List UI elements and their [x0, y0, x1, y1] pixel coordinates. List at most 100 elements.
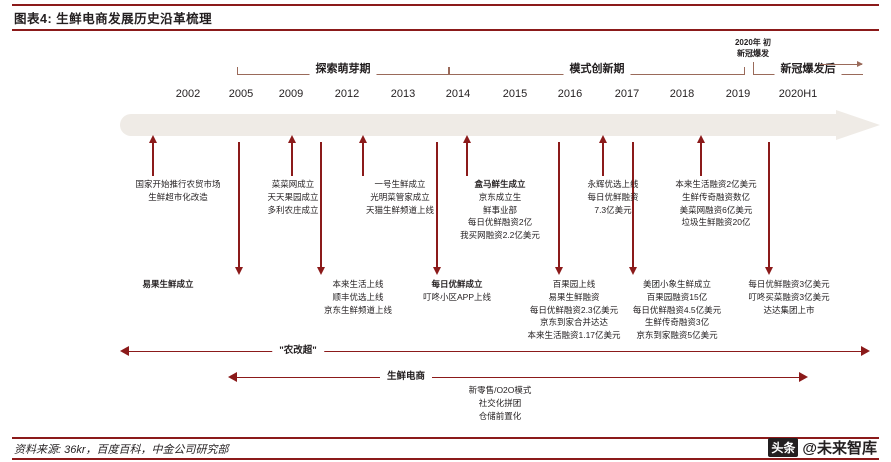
year-2015: 2015 [502, 88, 528, 100]
connector-2016-below [555, 142, 562, 275]
bottom-note-line3: 仓储前置化 [478, 411, 522, 422]
brand-watermark: 头条 @未来智库 [768, 437, 877, 458]
connector-2019-above [697, 135, 704, 176]
year-2002: 2002 [175, 88, 201, 100]
bottom-arrow-1-line [128, 350, 862, 353]
event-2019-above-line4: 垃圾生鲜融资20亿 [681, 217, 751, 228]
phase-explore: 探索萌芽期 [237, 60, 449, 84]
connector-2017-above [599, 135, 606, 176]
event-2009-above-line3: 多利农庄成立 [267, 204, 319, 215]
event-2012-above-line1: 一号生鲜成立 [374, 179, 426, 189]
phase-innovation-label: 模式创新期 [563, 60, 631, 76]
event-2014-above-line4: 每日优鲜融资2亿 [467, 217, 533, 228]
event-2018-below-line2: 百果园融资15亿 [646, 291, 708, 302]
bottom-arrow-2-left-head [228, 372, 237, 382]
event-2019-above: 本来生活融资2亿美元 生鲜传奇融资数亿 美菜网融资6亿美元 垃圾生鲜融资20亿 [675, 178, 756, 229]
event-2005-above-line2: 生鲜超市化改造 [148, 191, 208, 202]
connector-2014-above [463, 135, 470, 176]
connector-2014-below [433, 142, 440, 275]
event-2005-below: 易果生鲜成立 [142, 278, 193, 291]
event-2014-below-line2: 叮咚小区APP上线 [422, 291, 492, 302]
event-2012-below-line3: 京东生鲜频道上线 [323, 304, 393, 315]
phase-explore-cap-right [448, 67, 449, 75]
bottom-arrow-1-left-head [120, 346, 129, 356]
event-2018-below: 美团小象生鲜成立 百果园融资15亿 每日优鲜融资4.5亿美元 生鲜传奇融资3亿 … [633, 278, 721, 342]
phase-postcovid-arrow [820, 61, 863, 67]
event-2020-below-line1: 每日优鲜融资3亿美元 [748, 279, 830, 289]
event-2016-below-line3: 每日优鲜融资2.3亿美元 [529, 304, 619, 315]
phase-innovation-cap-left [449, 67, 450, 75]
year-2019: 2019 [725, 88, 751, 100]
bottom-arrow-shengxian-ecommerce: 生鲜电商 [228, 368, 808, 382]
connector-2012-below [317, 142, 324, 275]
bottom-arrow-2-line [236, 376, 800, 379]
year-2016: 2016 [557, 88, 583, 100]
bottom-arrow-1-label: "农改超" [272, 342, 324, 356]
bottom-arrow-2-label: 生鲜电商 [379, 368, 433, 382]
bottom-note-line1: 新零售/O2O模式 [468, 385, 532, 395]
event-2016-below-line1: 百果园上线 [552, 279, 596, 289]
year-2005: 2005 [228, 88, 254, 100]
connector-2005-above [149, 135, 156, 176]
footer-rule-top [12, 437, 879, 439]
phase-innovation: 模式创新期 [449, 60, 745, 84]
event-2012-above-line3: 天猫生鲜频道上线 [365, 204, 435, 215]
event-2012-above: 一号生鲜成立 光明菜管家成立 天猫生鲜频道上线 [366, 178, 434, 216]
event-2014-below: 每日优鲜成立 叮咚小区APP上线 [423, 278, 491, 304]
page-title: 图表4: 生鲜电商发展历史沿革梳理 [14, 12, 213, 26]
event-2017-above: 永辉优选上线 每日优鲜融资 7.3亿美元 [587, 178, 638, 216]
event-2012-below: 本来生活上线 顺丰优选上线 京东生鲜频道上线 [324, 278, 392, 316]
event-2019-above-line3: 美菜网融资6亿美元 [679, 204, 753, 215]
timeline-arrow-head [836, 110, 880, 140]
phase-postcovid: 新冠爆发后 [753, 60, 863, 84]
event-2014-above-line2: 京东成立生 [478, 191, 522, 202]
event-2020-below: 每日优鲜融资3亿美元 叮咚买菜融资3亿美元 达达集团上市 [748, 278, 829, 316]
event-2014-below-line1: 每日优鲜成立 [431, 279, 483, 289]
phase-postcovid-cap-left [753, 67, 754, 75]
timeline-arrow [120, 110, 880, 140]
title-rule-bottom [12, 29, 879, 31]
event-2017-above-line1: 永辉优选上线 [587, 179, 639, 189]
event-2016-below-line4: 京东到家合并达达 [539, 317, 609, 328]
bottom-note: 新零售/O2O模式 社交化拼团 仓储前置化 [469, 384, 532, 424]
year-2009: 2009 [278, 88, 304, 100]
phase-innovation-cap-right [744, 67, 745, 75]
event-2016-below: 百果园上线 易果生鲜融资 每日优鲜融资2.3亿美元 京东到家合并达达 本来生活融… [527, 278, 620, 342]
timeline-arrow-body [120, 114, 837, 136]
event-2017-above-line2: 每日优鲜融资 [587, 191, 639, 202]
event-2009-above-line1: 菜菜网成立 [271, 179, 315, 189]
footer-rule-bottom [12, 458, 879, 460]
bottom-arrow-nongchaochao: "农改超" [120, 342, 870, 356]
event-2014-above-line1: 盒马鲜生成立 [474, 179, 526, 189]
connector-2005-below [235, 142, 242, 275]
event-2018-below-line1: 美团小象生鲜成立 [642, 279, 712, 289]
event-2018-below-line4: 生鲜传奇融资3亿 [644, 317, 710, 328]
event-2009-above: 菜菜网成立 天天果园成立 多利农庄成立 [267, 178, 318, 216]
event-2019-above-line1: 本来生活融资2亿美元 [675, 179, 757, 189]
year-2017: 2017 [614, 88, 640, 100]
event-2019-above-line2: 生鲜传奇融资数亿 [681, 191, 751, 202]
event-2014-above-line3: 鲜事业部 [482, 204, 518, 215]
phase-explore-cap-left [237, 67, 238, 75]
brand-tag: 头条 [768, 438, 799, 457]
bottom-arrow-2-right-head [799, 372, 808, 382]
event-2012-below-line1: 本来生活上线 [332, 279, 384, 289]
event-2012-below-line2: 顺丰优选上线 [332, 291, 384, 302]
connector-2009-above [288, 135, 295, 176]
event-2014-above-line5: 我买网融资2.2亿美元 [460, 230, 540, 240]
chart-title-bar: 图表4: 生鲜电商发展历史沿革梳理 [0, 0, 891, 31]
connector-2018-below [629, 142, 636, 275]
title-rule-top [12, 4, 879, 6]
event-2005-above: 国家开始推行农贸市场 生鲜超市化改造 [135, 178, 220, 204]
year-2020h1: 2020H1 [778, 88, 818, 100]
event-2017-above-line3: 7.3亿美元 [594, 204, 632, 215]
connector-2012-above [359, 135, 366, 176]
bottom-arrow-1-right-head [861, 346, 870, 356]
event-2018-below-line5: 京东到家融资5亿美元 [636, 330, 718, 340]
event-2009-above-line2: 天天果园成立 [267, 191, 319, 202]
year-2014: 2014 [445, 88, 471, 100]
event-2016-below-line2: 易果生鲜融资 [548, 291, 600, 302]
phase-explore-label: 探索萌芽期 [309, 60, 377, 76]
connector-2020-below [765, 142, 772, 275]
